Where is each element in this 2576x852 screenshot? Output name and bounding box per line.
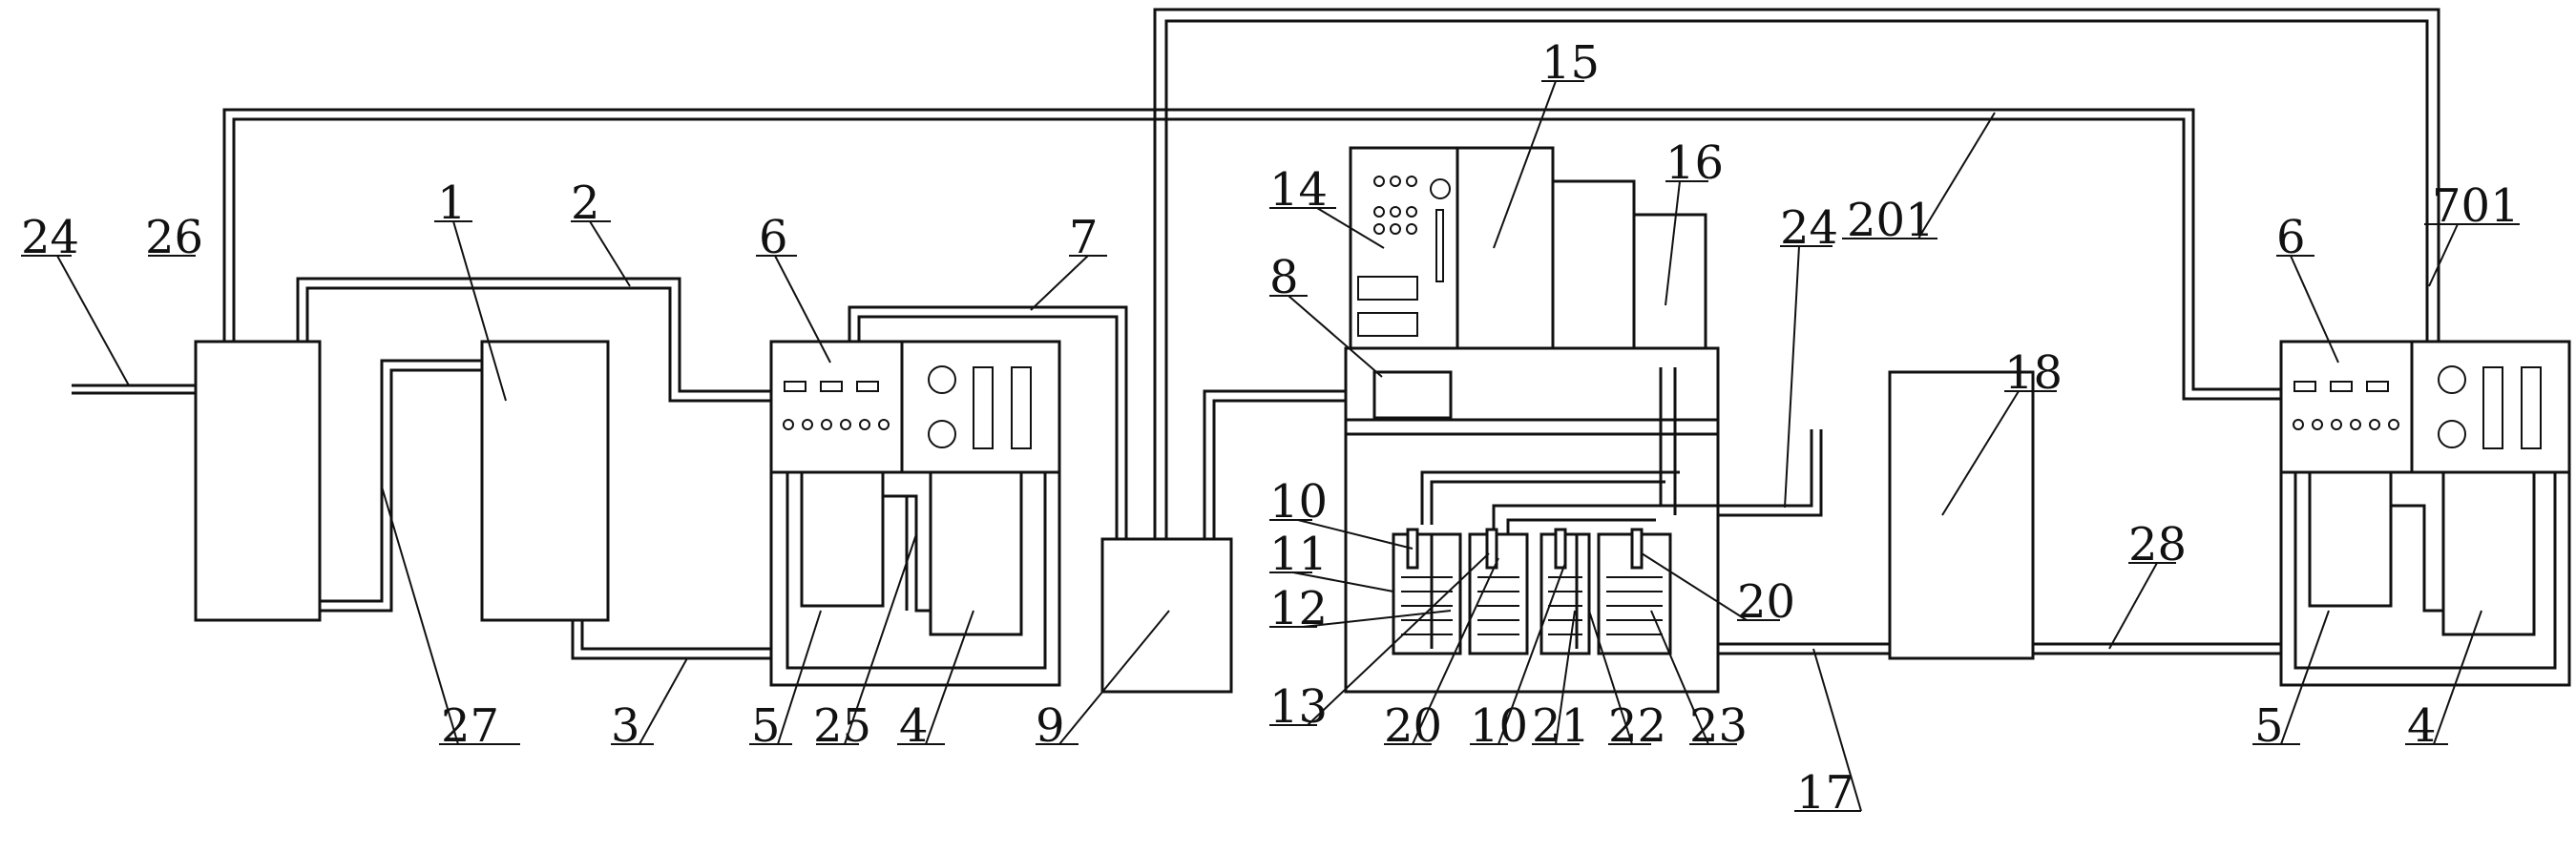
pipe-network [72,8,2440,660]
label-20-right: 20 [1737,575,1795,629]
label-16: 16 [1665,136,1724,190]
central-apparatus [1344,146,1720,694]
label-20-bottom: 20 [1384,699,1442,753]
label-3: 3 [611,699,640,753]
label-18: 18 [2004,346,2063,400]
leader-lines [21,80,2520,812]
label-28: 28 [2128,518,2187,571]
label-5-left: 5 [751,699,781,753]
label-9: 9 [1036,699,1065,753]
label-26: 26 [145,211,203,264]
label-22: 22 [1608,699,1666,753]
label-10-bottom: 10 [1470,699,1528,753]
label-24-right: 24 [1780,201,1838,255]
label-6-left: 6 [759,211,788,264]
label-701: 701 [2432,179,2520,233]
label-4-left: 4 [899,699,929,753]
controller-unit-right [2279,340,2571,687]
label-8: 8 [1269,251,1299,304]
label-13: 13 [1269,680,1328,734]
label-12: 12 [1269,582,1328,635]
label-4-right: 4 [2407,699,2437,753]
number-labels: 24 26 1 2 6 7 8 14 15 16 24 201 701 6 18… [21,36,2520,820]
label-7: 7 [1069,211,1099,264]
label-2: 2 [571,177,600,230]
label-15: 15 [1541,36,1600,90]
label-14: 14 [1269,163,1328,217]
controller-unit-left [769,340,1061,687]
label-6-right: 6 [2276,211,2306,264]
label-5-right: 5 [2254,699,2284,753]
label-11: 11 [1269,528,1328,581]
label-24-left: 24 [21,211,79,264]
label-201: 201 [1847,194,1935,247]
label-21: 21 [1532,699,1590,753]
unit-18-box [1888,370,2035,660]
label-27: 27 [441,699,499,753]
label-1: 1 [437,177,467,230]
label-23: 23 [1689,699,1748,753]
label-17: 17 [1796,766,1854,820]
label-10-top: 10 [1269,475,1328,529]
unit-26-box [194,340,322,622]
label-25: 25 [813,699,871,753]
